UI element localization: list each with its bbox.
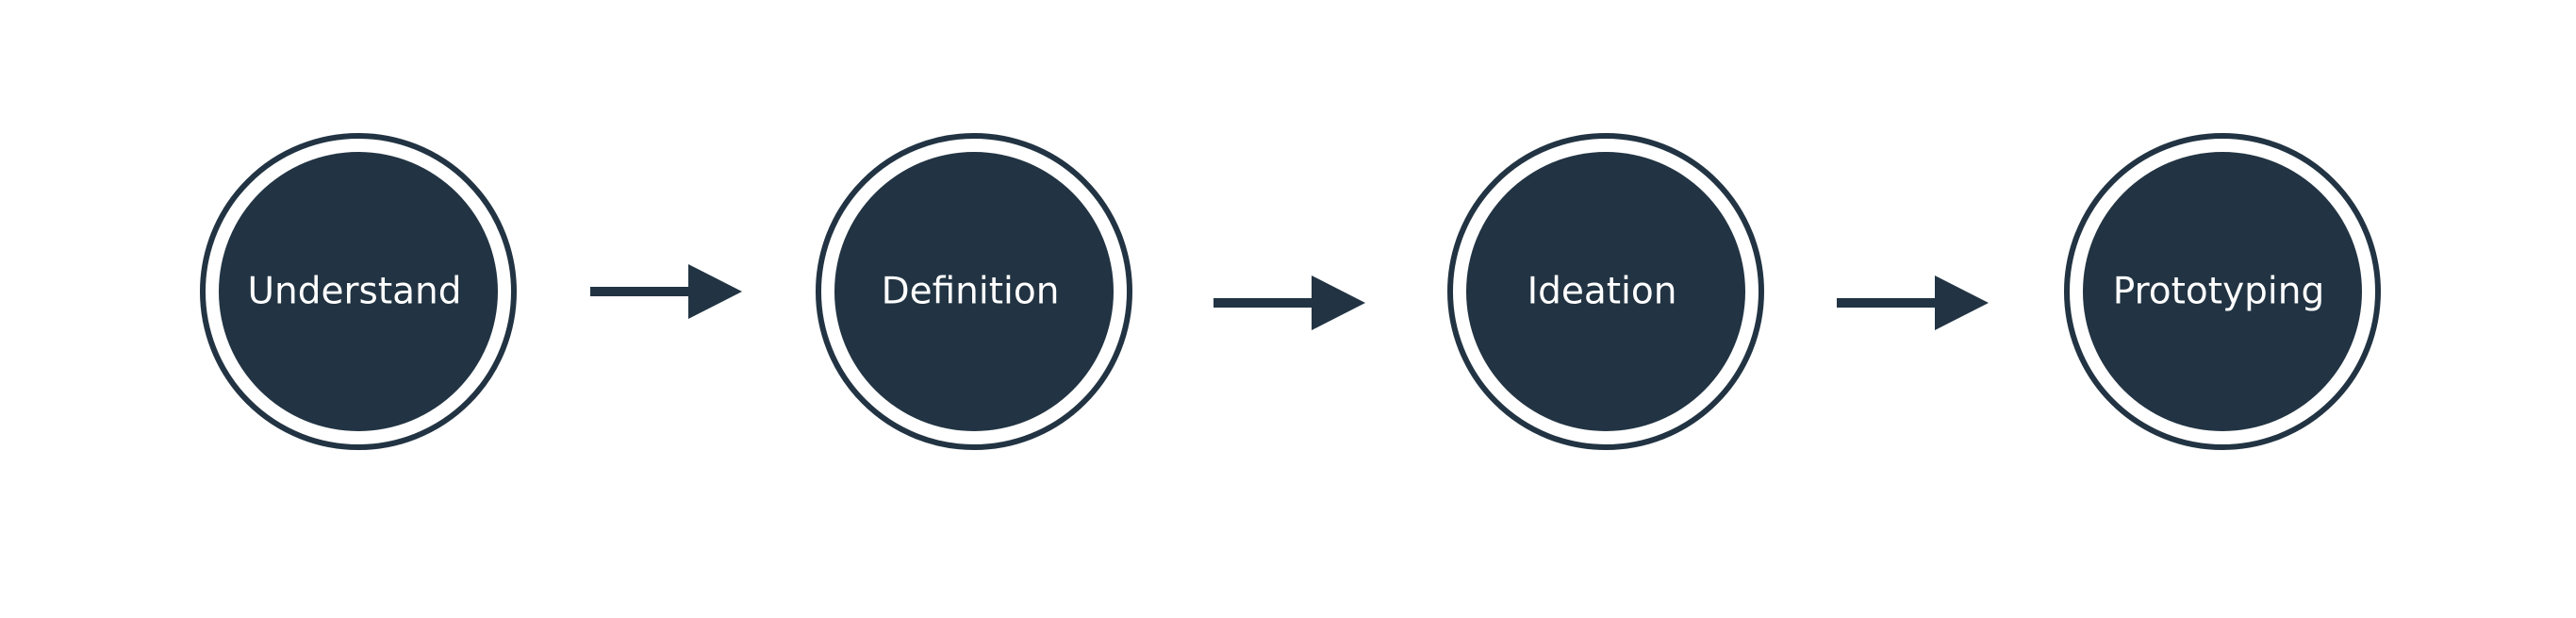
stage-ideation-circle [1466,152,1745,431]
stage-definition-label: Definition [882,271,1060,313]
stage-definition-circle [834,152,1114,431]
stage-ideation: Ideation [1447,133,1764,450]
stage-prototyping: Prototyping [2064,133,2381,450]
arrow-3-shape [1837,276,1989,330]
arrow-2-shape [1214,276,1365,330]
stage-understand-label: Understand [247,271,461,313]
arrow-3 [1837,276,1989,330]
stage-prototyping-label: Prototyping [2113,271,2324,313]
stage-ideation-ring [1447,133,1764,450]
stage-prototyping-ring [2064,133,2381,450]
stage-understand-circle [219,152,498,431]
stage-understand: Understand [200,133,517,450]
stage-definition-ring [816,133,1132,450]
stage-prototyping-circle [2083,152,2362,431]
arrow-2 [1214,276,1365,330]
stage-definition: Definition [816,133,1132,450]
arrow-1 [590,264,742,319]
stage-ideation-label: Ideation [1527,271,1677,313]
arrow-1-shape [590,264,742,319]
stage-understand-ring [200,133,517,450]
